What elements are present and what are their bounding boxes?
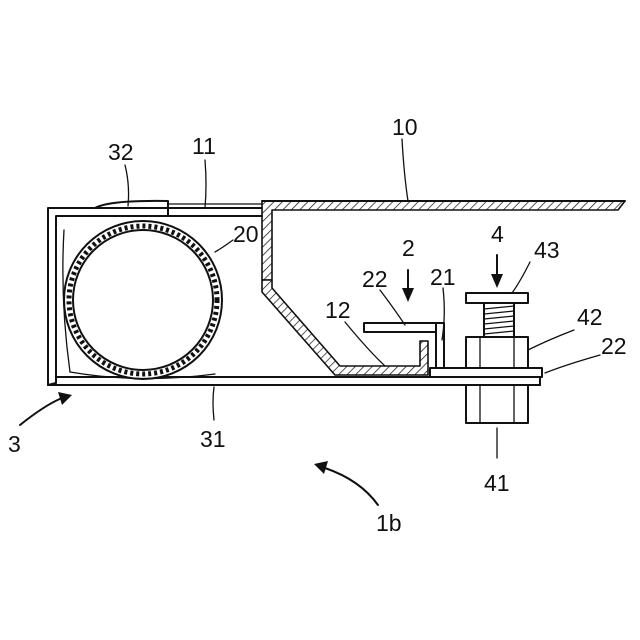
ref-11: 11 (192, 133, 216, 159)
ref-4: 4 (491, 221, 504, 247)
ref-21: 21 (430, 264, 456, 290)
ref-10: 10 (392, 114, 418, 140)
ref-20: 20 (233, 221, 259, 247)
ref-32: 32 (108, 139, 134, 165)
ref-1b: 1b (376, 510, 402, 536)
ref-3: 3 (8, 431, 21, 457)
tube-20 (63, 221, 222, 379)
ref-43: 43 (534, 237, 560, 263)
ref-31: 31 (200, 426, 226, 452)
ref-22-b: 22 (601, 333, 627, 359)
ref-22-a: 22 (362, 266, 388, 292)
ref-2: 2 (402, 235, 415, 261)
ref-12: 12 (325, 297, 351, 323)
fastener-4 (466, 293, 528, 423)
ref-42: 42 (577, 304, 603, 330)
ref-41: 41 (484, 470, 510, 496)
